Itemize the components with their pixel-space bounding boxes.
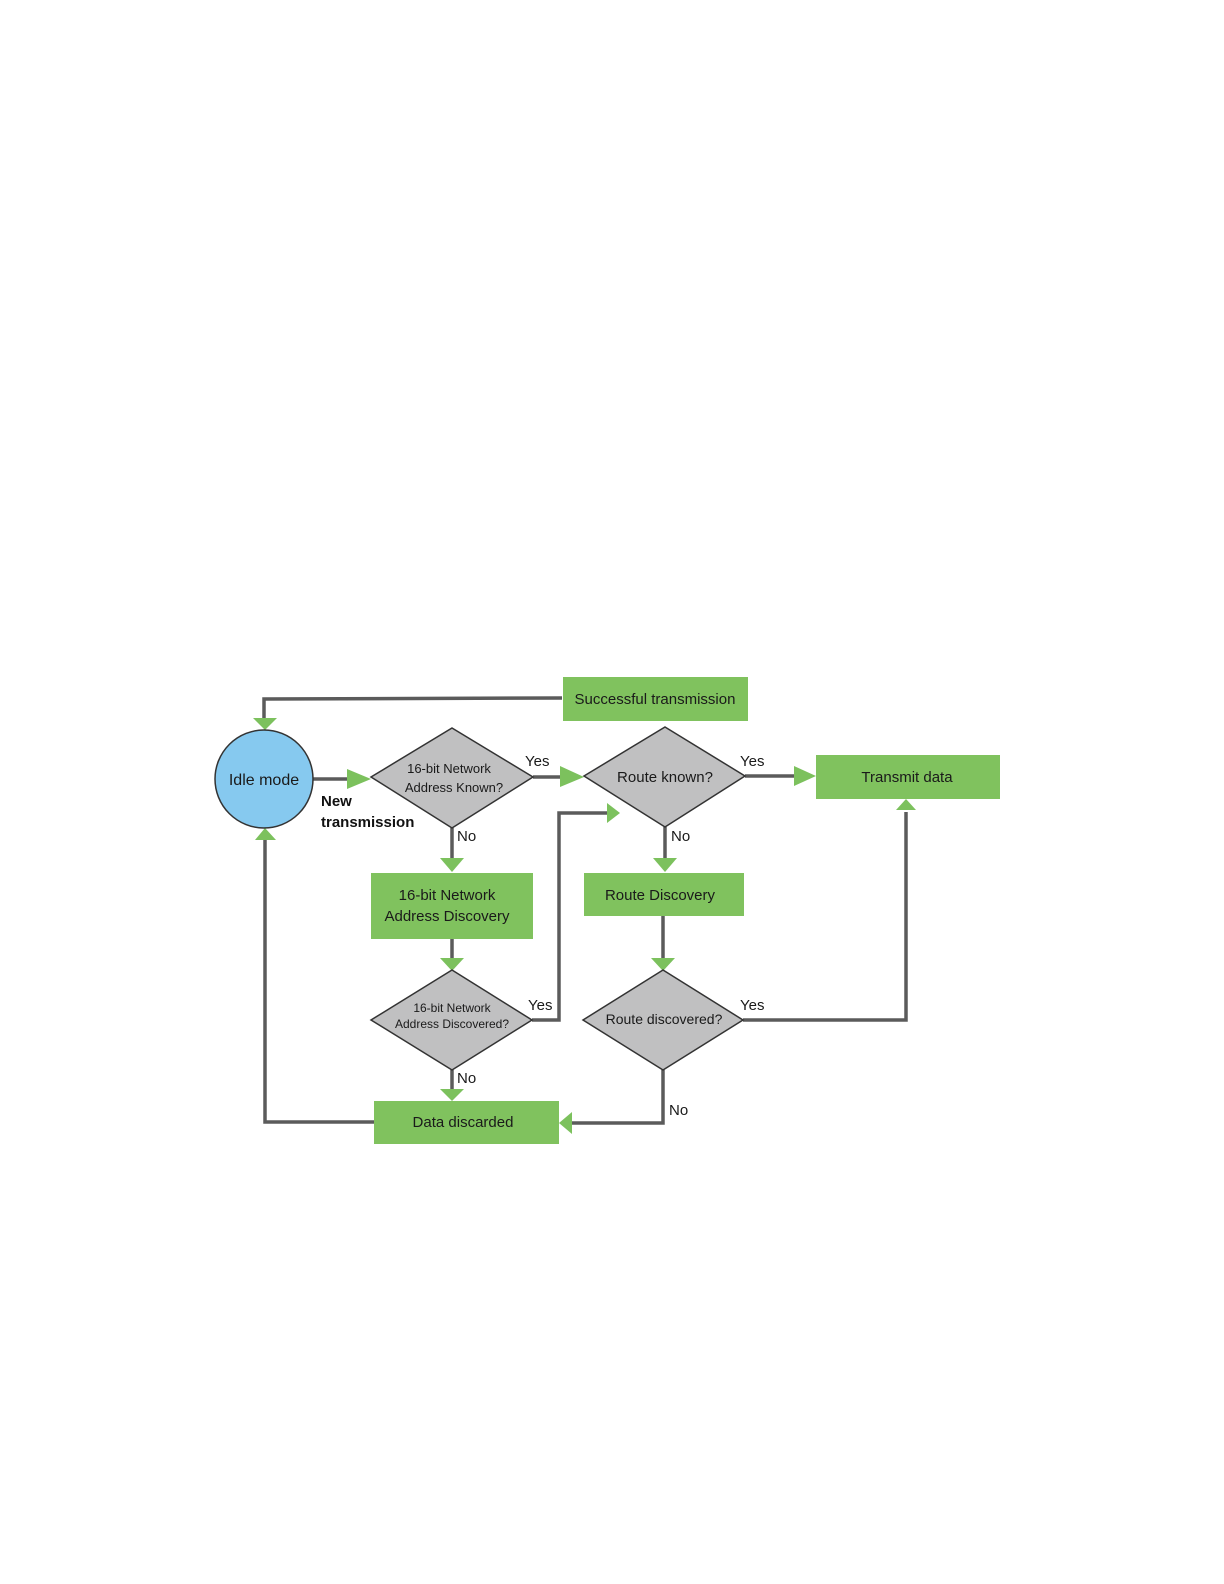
route-known-yes-label: Yes — [740, 753, 764, 770]
address-known-diamond — [371, 728, 533, 828]
connector-success-to-idle — [264, 698, 562, 720]
address-discovered-line1: 16-bit Network — [413, 1001, 491, 1015]
arrowhead-down-address-discovered — [440, 958, 464, 971]
route-known-no-label: No — [671, 828, 690, 845]
connector-discarded-to-idle — [265, 840, 374, 1122]
address-discovered-no-label: No — [457, 1070, 476, 1087]
data-discarded-label: Data discarded — [413, 1114, 514, 1131]
arrowhead-down-route-discovery — [653, 858, 677, 872]
connector-address-discovered-yes — [532, 813, 609, 1020]
route-discovered-yes-label: Yes — [740, 997, 764, 1014]
connector-route-discovered-no — [572, 1070, 663, 1123]
route-discovered-label: Route discovered? — [606, 1011, 723, 1027]
arrowhead-down-discarded — [440, 1089, 464, 1101]
new-transmission-label-line1: New — [321, 793, 352, 810]
route-known-label: Route known? — [617, 769, 713, 786]
transmit-data-label: Transmit data — [861, 769, 953, 786]
address-discovery-box — [371, 873, 533, 939]
address-discovery-line2: Address Discovery — [384, 908, 510, 925]
connector-route-discovered-yes — [743, 812, 906, 1020]
route-discovered-no-label: No — [669, 1102, 688, 1119]
arrowhead-right-address-known — [347, 769, 371, 789]
arrowhead-down-address-discovery — [440, 858, 464, 872]
route-discovery-label: Route Discovery — [605, 887, 716, 904]
address-discovered-line2: Address Discovered? — [395, 1017, 509, 1031]
address-known-no-label: No — [457, 828, 476, 845]
arrowhead-down-idle — [253, 718, 277, 730]
arrowhead-down-route-discovered — [651, 958, 675, 971]
arrowhead-right-loop — [607, 803, 620, 823]
address-known-line2: Address Known? — [405, 780, 503, 795]
address-discovered-yes-label: Yes — [528, 997, 552, 1014]
arrowhead-right-transmit — [794, 766, 816, 786]
arrowhead-up-transmit — [896, 799, 916, 810]
successful-transmission-label: Successful transmission — [575, 691, 736, 708]
address-known-yes-label: Yes — [525, 753, 549, 770]
arrowhead-right-route-known — [560, 766, 584, 787]
idle-mode-label: Idle mode — [229, 772, 299, 789]
address-discovery-line1: 16-bit Network — [399, 887, 496, 904]
address-known-line1: 16-bit Network — [407, 761, 491, 776]
arrowhead-left-discarded — [559, 1112, 572, 1134]
arrowhead-up-idle — [255, 828, 276, 840]
new-transmission-label-line2: transmission — [321, 814, 414, 831]
